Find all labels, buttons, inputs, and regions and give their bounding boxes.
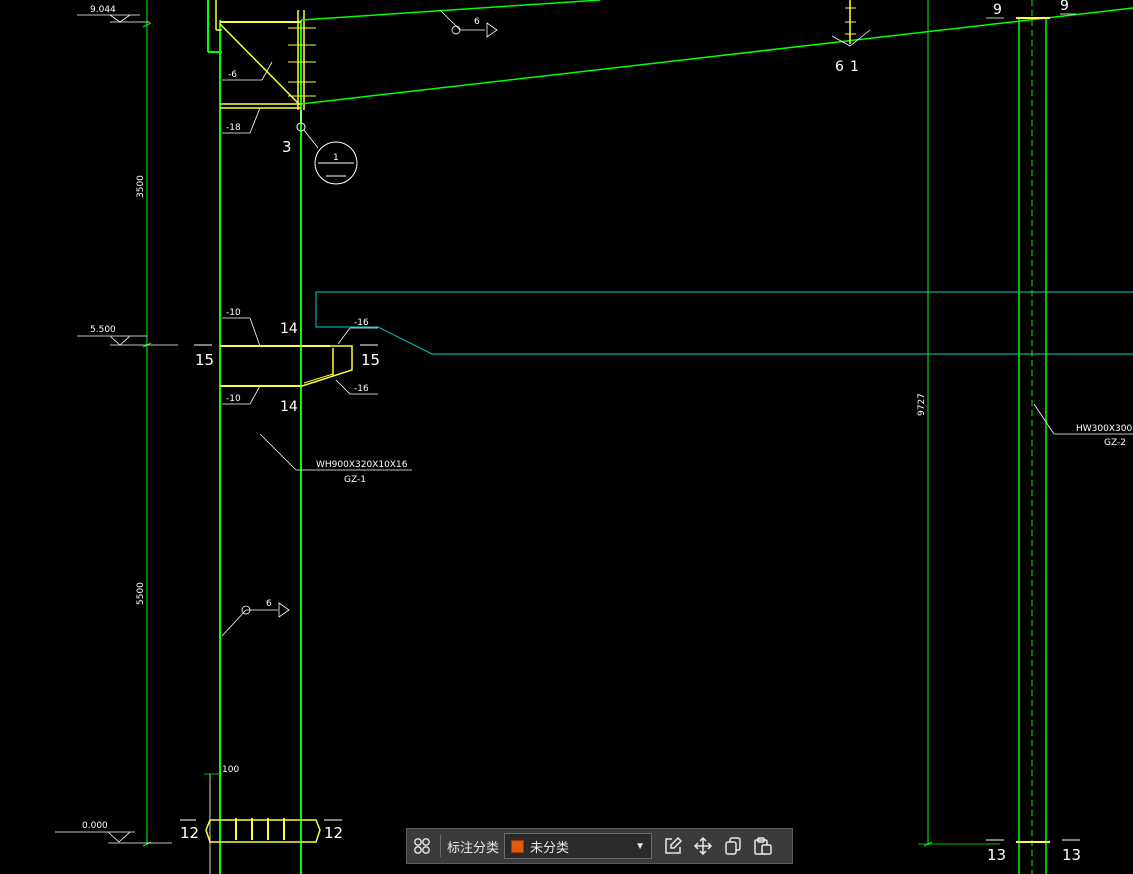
weld-size-top: 6 xyxy=(474,17,480,27)
elevation-top-label: 9.044 xyxy=(90,5,116,15)
paste-button[interactable] xyxy=(748,831,778,861)
elevation-marker-mid xyxy=(77,335,178,346)
column-gz1-name: GZ-1 xyxy=(344,475,366,485)
section-mark-12-right: 12 xyxy=(324,824,343,842)
haunch-connection xyxy=(219,10,316,132)
column-gz1-section: WH900X320X10X16 xyxy=(316,460,408,470)
section-mark-9-right: 9 xyxy=(1060,0,1069,14)
column-gz2-section: HW300X300X1 xyxy=(1076,424,1133,434)
detail-callout xyxy=(303,129,358,185)
plate-thickness-16-bottom: -16 xyxy=(354,384,369,394)
section-mark-13-left: 13 xyxy=(987,846,1006,864)
section-mark-9-left: 9 xyxy=(993,2,1002,18)
elevation-base-label: 0.000 xyxy=(82,821,108,831)
copy-icon xyxy=(725,837,741,855)
annotation-toolbar: 标注分类 未分类 ▼ xyxy=(406,828,793,864)
column-gz1 xyxy=(207,0,302,874)
column-gz2-leader xyxy=(1033,403,1133,435)
plate-thickness-16-top: -16 xyxy=(354,318,369,328)
section-mark-15-left: 15 xyxy=(195,351,214,369)
dimension-line-right xyxy=(918,0,1000,847)
grid-menu-button[interactable] xyxy=(407,831,437,861)
plate-thickness-6: -6 xyxy=(228,70,237,80)
move-button[interactable] xyxy=(688,831,718,861)
grid-icon xyxy=(414,838,430,854)
rafter-beam xyxy=(300,0,1133,105)
elevation-mid-label: 5.500 xyxy=(90,325,116,335)
dimension-line-vertical xyxy=(142,0,152,847)
dimension-upper: 3500 xyxy=(136,175,146,198)
section-mark-3: 3 xyxy=(282,138,292,156)
section-mark-1: 1 xyxy=(850,59,859,75)
crane-beam-outline xyxy=(315,291,1133,355)
weld-symbol-column xyxy=(221,602,290,637)
plate-leaders-top xyxy=(222,61,273,134)
edit-button[interactable] xyxy=(658,831,688,861)
elevation-marker-base xyxy=(55,831,172,844)
detail-number: 1 xyxy=(333,153,339,163)
move-icon xyxy=(693,836,713,856)
section-mark-15-right: 15 xyxy=(361,351,380,369)
plate-thickness-10-bottom: -10 xyxy=(226,394,241,404)
section-mark-14-top: 14 xyxy=(280,321,298,337)
column-gz2-name: GZ-2 xyxy=(1104,438,1126,448)
edit-icon xyxy=(665,836,683,854)
column-gz1-leader xyxy=(259,433,412,471)
chevron-down-icon: ▼ xyxy=(635,840,646,852)
dimension-offset: 100 xyxy=(222,765,239,775)
base-plate xyxy=(180,773,342,874)
copy-button[interactable] xyxy=(718,831,748,861)
section-mark-13-right: 13 xyxy=(1062,846,1081,864)
plate-thickness-18: -18 xyxy=(226,123,241,133)
paste-icon xyxy=(754,837,772,855)
bracket-corbel xyxy=(220,345,353,387)
category-color-swatch xyxy=(511,839,525,853)
section-mark-6: 6 xyxy=(835,59,844,75)
weld-size-column: 6 xyxy=(266,599,272,609)
dimension-total: 9727 xyxy=(917,393,927,416)
elevation-marker-top xyxy=(77,14,150,23)
category-label: 标注分类 xyxy=(447,839,500,855)
column-gz2 xyxy=(986,0,1080,874)
weld-symbol-top xyxy=(439,9,498,38)
dimension-lower: 5500 xyxy=(136,582,146,605)
toolbar-divider xyxy=(440,835,441,857)
plate-thickness-10-top: -10 xyxy=(226,308,241,318)
category-value: 未分类 xyxy=(530,839,570,855)
section-mark-14-bottom: 14 xyxy=(280,399,298,415)
section-mark-12-left: 12 xyxy=(180,824,199,842)
bracket-leaders xyxy=(194,317,378,405)
category-dropdown[interactable]: 未分类 ▼ xyxy=(504,833,653,859)
